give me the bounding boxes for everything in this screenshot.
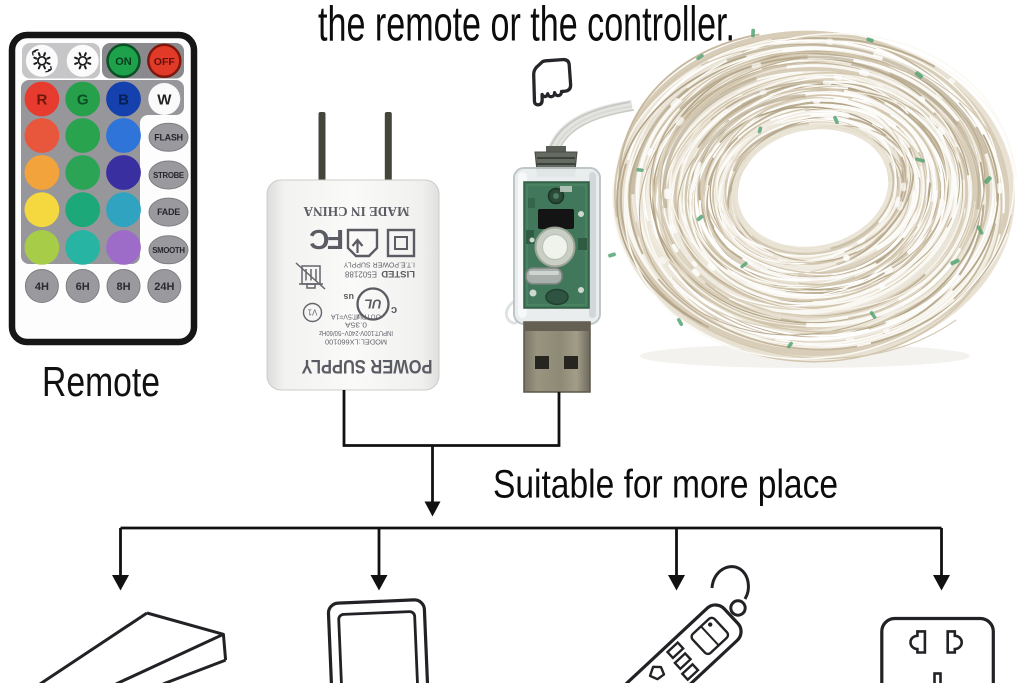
- svg-text:Remote: Remote: [42, 358, 160, 405]
- svg-text:OUTPUT:5V=1A: OUTPUT:5V=1A: [331, 313, 381, 322]
- svg-text:®: ®: [355, 312, 360, 319]
- svg-text:FLASH: FLASH: [154, 132, 183, 142]
- svg-text:Suitable for more place: Suitable for more place: [493, 463, 838, 507]
- svg-text:4H: 4H: [35, 281, 49, 293]
- svg-text:MADE IN CHINA: MADE IN CHINA: [303, 203, 410, 218]
- svg-text:ON: ON: [115, 56, 132, 68]
- svg-text:INPUT:100V-240V~50/60Hz: INPUT:100V-240V~50/60Hz: [319, 329, 393, 338]
- svg-text:R: R: [36, 92, 47, 109]
- svg-text:SMOOTH: SMOOTH: [152, 246, 185, 255]
- svg-text:POWER SUPPLY: POWER SUPPLY: [301, 355, 432, 376]
- svg-text:FC: FC: [309, 224, 344, 255]
- svg-text:E502188: E502188: [344, 270, 377, 279]
- svg-text:the remote or the controller.: the remote or the controller.: [318, 0, 735, 52]
- svg-text:STROBE: STROBE: [153, 171, 184, 180]
- svg-text:V1: V1: [307, 308, 317, 317]
- svg-text:0.35A: 0.35A: [345, 321, 367, 330]
- svg-text:24H: 24H: [154, 281, 174, 293]
- svg-text:UL: UL: [364, 297, 381, 312]
- svg-text:c: c: [391, 304, 397, 316]
- svg-text:B: B: [118, 92, 129, 109]
- svg-text:FADE: FADE: [157, 207, 180, 217]
- svg-text:G: G: [77, 92, 89, 109]
- svg-text:W: W: [157, 92, 172, 109]
- svg-text:MODEL:LX660100: MODEL:LX660100: [325, 338, 387, 347]
- svg-text:LISTED: LISTED: [381, 268, 415, 279]
- svg-text:I.T.E.POWER SUPPLY: I.T.E.POWER SUPPLY: [343, 261, 415, 268]
- svg-text:us: us: [343, 292, 354, 302]
- svg-text:OFF: OFF: [154, 56, 176, 68]
- svg-text:6H: 6H: [76, 281, 90, 293]
- svg-text:8H: 8H: [116, 281, 130, 293]
